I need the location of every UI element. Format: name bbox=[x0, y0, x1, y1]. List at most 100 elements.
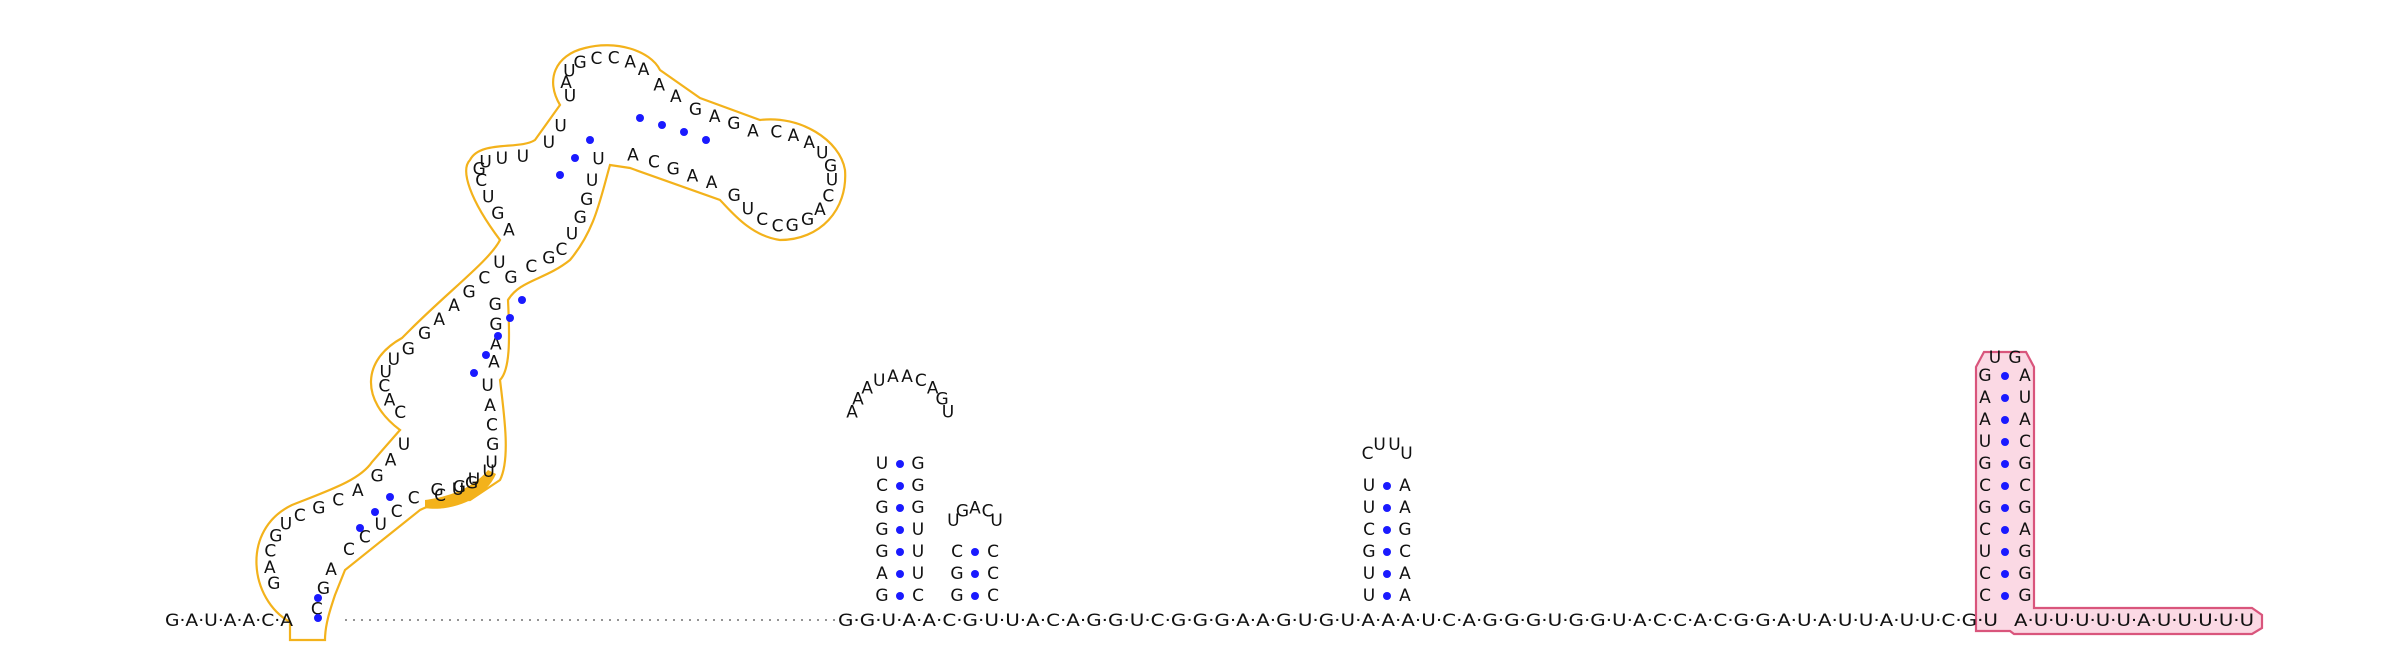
stem-right-nucleotide: A bbox=[1399, 564, 1411, 584]
domain-1-nucleotide: C bbox=[478, 268, 490, 288]
base-pair-dot bbox=[1383, 526, 1391, 534]
base-pair-dot bbox=[571, 154, 579, 162]
domain-1-nucleotide: C bbox=[822, 187, 834, 207]
loop-nucleotide: U bbox=[990, 511, 1002, 531]
stem-right-nucleotide: G bbox=[2018, 564, 2031, 584]
domain-1-nucleotide: C bbox=[772, 216, 784, 236]
domain-1-nucleotide: U bbox=[482, 188, 494, 208]
domain-1-nucleotide: C bbox=[770, 123, 782, 143]
domain-1-nucleotide: A bbox=[706, 173, 718, 193]
domain-1-nucleotide: C bbox=[648, 153, 660, 173]
domain-1-nucleotide: U bbox=[554, 116, 566, 136]
stem-right-nucleotide: G bbox=[911, 476, 924, 496]
domain-1-nucleotide: A bbox=[433, 310, 445, 330]
stem-right-nucleotide: G bbox=[911, 454, 924, 474]
stem-right-nucleotide: G bbox=[2018, 454, 2031, 474]
loop-nucleotide: G bbox=[935, 389, 948, 409]
stem-left-nucleotide: G bbox=[875, 520, 888, 540]
domain-1-nucleotide: C bbox=[391, 502, 403, 522]
loop-nucleotide: G bbox=[956, 502, 969, 522]
base-pair-dot bbox=[896, 526, 904, 534]
stem-left-nucleotide: A bbox=[876, 564, 888, 584]
domain-1-nucleotide: G bbox=[689, 100, 702, 120]
domain-1-nucleotide: U bbox=[816, 144, 828, 164]
domain-1-nucleotide: C bbox=[264, 541, 276, 561]
stem-right-nucleotide: U bbox=[912, 564, 924, 584]
domain-1-nucleotide: C bbox=[590, 49, 602, 69]
stem-left-nucleotide: U bbox=[1363, 498, 1375, 518]
loop-nucleotide: A bbox=[887, 367, 899, 387]
domain-1-nucleotide: G bbox=[824, 156, 837, 176]
domain-1-nucleotide: U bbox=[586, 171, 598, 191]
stem-left-nucleotide: C bbox=[876, 476, 888, 496]
domain-1-nucleotide: A bbox=[352, 481, 364, 501]
domain-1-nucleotide: G bbox=[489, 315, 502, 335]
stem-right-nucleotide: U bbox=[912, 520, 924, 540]
loop-nucleotide: G bbox=[2008, 348, 2021, 368]
domain-1-nucleotide: U bbox=[280, 514, 292, 534]
base-pair-dot bbox=[586, 136, 594, 144]
stem-left-nucleotide: G bbox=[950, 586, 963, 606]
domain-1-nucleotide: C bbox=[475, 171, 487, 191]
stem-left-nucleotide: U bbox=[1363, 586, 1375, 606]
domain-1-nucleotide: A bbox=[627, 145, 639, 165]
stem-right-nucleotide: A bbox=[2019, 410, 2031, 430]
stem-right-nucleotide: A bbox=[2019, 520, 2031, 540]
domain-1-nucleotide: U bbox=[479, 153, 491, 173]
base-pair-dot bbox=[494, 332, 502, 340]
stem-left-nucleotide: U bbox=[1979, 432, 1991, 452]
base-pair-dot bbox=[1383, 504, 1391, 512]
stem-right-nucleotide: G bbox=[2018, 542, 2031, 562]
domain-1-nucleotide: A bbox=[788, 126, 800, 146]
stem-right-nucleotide: A bbox=[1399, 476, 1411, 496]
domain-1-nucleotide: A bbox=[653, 75, 665, 95]
domain-1-nucleotide: G bbox=[491, 204, 504, 224]
loop-nucleotide: U bbox=[1388, 435, 1400, 455]
backbone-right-label: A·U·U·U·U·U·A·U·U·U·U·U bbox=[2014, 611, 2254, 631]
domain-1-nucleotide: A bbox=[264, 558, 276, 578]
domain-1-nucleotide: G bbox=[473, 160, 486, 180]
domain-1-nucleotide: G bbox=[542, 249, 555, 269]
stem-left-nucleotide: G bbox=[875, 542, 888, 562]
domain-1-nucleotide: G bbox=[269, 526, 282, 546]
stem-left-nucleotide: A bbox=[1979, 388, 1991, 408]
loop-nucleotide: A bbox=[852, 389, 864, 409]
domain-1-nucleotide: A bbox=[624, 52, 636, 72]
domain-1-nucleotide: G bbox=[486, 435, 499, 455]
stem-right-nucleotide: G bbox=[1398, 520, 1411, 540]
stem-left-nucleotide: G bbox=[950, 564, 963, 584]
domain-1-highlight bbox=[425, 470, 496, 509]
stem-left-nucleotide: G bbox=[1978, 498, 1991, 518]
loop-nucleotide: A bbox=[846, 402, 858, 422]
domain-1-nucleotide: U bbox=[566, 225, 578, 245]
stem-right-nucleotide: C bbox=[912, 586, 924, 606]
domain-1-nucleotide: A bbox=[687, 166, 699, 186]
domain-1-nucleotide: A bbox=[384, 390, 396, 410]
base-pair-dot bbox=[482, 351, 490, 359]
stem-left-nucleotide: C bbox=[1979, 564, 1991, 584]
base-pair-dot bbox=[371, 508, 379, 516]
base-pair-dot bbox=[896, 548, 904, 556]
base-pair-dot bbox=[680, 128, 688, 136]
domain-1-nucleotide: A bbox=[638, 60, 650, 80]
domain-1-nucleotide: U bbox=[826, 171, 838, 191]
loop-nucleotide: A bbox=[969, 498, 981, 518]
backbone-left-label: G·A·U·A·A·C·A bbox=[165, 611, 293, 631]
stem-left-nucleotide: G bbox=[1362, 542, 1375, 562]
domain-1-nucleotide: C bbox=[608, 49, 620, 69]
base-pair-dot bbox=[2001, 570, 2009, 578]
domain-1-nucleotide: A bbox=[503, 220, 515, 240]
stem-left-nucleotide: U bbox=[876, 454, 888, 474]
base-pair-dot bbox=[1383, 570, 1391, 578]
base-pair-dot bbox=[636, 114, 644, 122]
base-pair-dot bbox=[2001, 482, 2009, 490]
base-pair-dot bbox=[1383, 548, 1391, 556]
domain-1-nucleotide: U bbox=[496, 149, 508, 169]
domain-1-nucleotide: C bbox=[486, 416, 498, 436]
stem-right-nucleotide: G bbox=[2018, 498, 2031, 518]
stem-right-nucleotide: A bbox=[1399, 498, 1411, 518]
